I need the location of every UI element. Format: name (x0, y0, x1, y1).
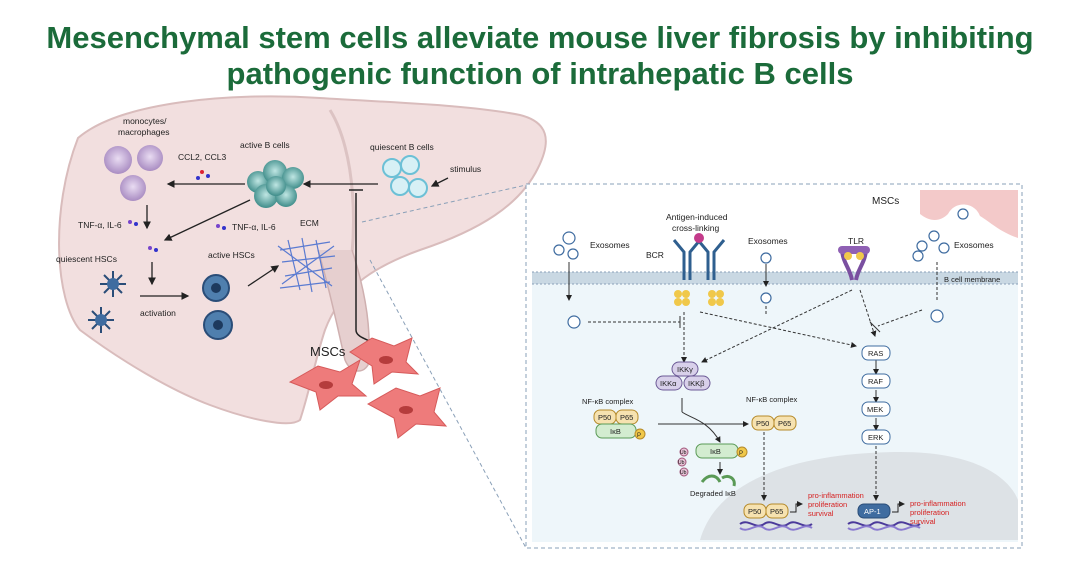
antigen-label-2: cross-linking (672, 223, 720, 233)
outcome-right-3: survival (910, 517, 936, 526)
outcome-left-1: pro-inflammation (808, 491, 864, 500)
antigen-label-1: Antigen-induced (666, 212, 728, 222)
antigen-dot (694, 233, 704, 243)
nucleus-nfkb (739, 501, 813, 531)
phospho-center: P (739, 451, 743, 457)
mapk-cascade (861, 345, 891, 445)
exosome-vesicles (553, 208, 969, 329)
membrane-label: B cell membrane (944, 275, 1000, 284)
active-hscs-label: active HSCs (208, 250, 255, 260)
tlr-label: TLR (848, 236, 864, 246)
p65-right: P65 (778, 419, 791, 428)
mscs-label-left: MSCs (310, 344, 346, 359)
degraded-ikb-label: Degraded IκB (690, 489, 736, 498)
mek-label: MEK (867, 405, 883, 414)
ecm-label: ECM (300, 218, 319, 228)
monocyte-cells (104, 145, 163, 201)
nfkb-complex-right-label: NF-κB complex (746, 395, 798, 404)
hsc-cells (88, 271, 233, 340)
pathway-arrows (566, 262, 938, 501)
ikb-center: IκB (710, 447, 721, 456)
msc-cells (288, 337, 448, 439)
ikk-complex (655, 361, 711, 391)
mscs-label-panel: MSCs (872, 196, 899, 207)
p65-nucleus: P65 (770, 507, 783, 516)
ikkg-label: IKKγ (677, 365, 693, 374)
exosomes-left-label: Exosomes (590, 240, 630, 250)
bcr-label: BCR (646, 250, 664, 260)
exosomes-right-label: Exosomes (954, 240, 994, 250)
phospho-left: P (637, 433, 641, 439)
ub-3: Ub (680, 470, 687, 476)
ub-2: Ub (678, 460, 685, 466)
nfkb-complex-left-label: NF-κB complex (582, 397, 634, 406)
outcome-left-2: proliferation (808, 500, 847, 509)
ap1-label: AP-1 (864, 507, 881, 516)
ikb-left: IκB (610, 427, 621, 436)
quiescent-hscs-label: quiescent HSCs (56, 254, 117, 264)
zoom-lines (361, 184, 527, 549)
title-line-2: pathogenic function of intrahepatic B ce… (226, 56, 854, 91)
monocytes-label: monocytes/ (123, 116, 167, 126)
ikkb-label: IKKβ (688, 379, 705, 388)
ecm-mesh (277, 237, 336, 293)
p50-right: P50 (756, 419, 769, 428)
active-b-cells-label: active B cells (240, 140, 290, 150)
bcr-receptors (672, 239, 726, 280)
quiescent-b-cells-label: quiescent B cells (370, 142, 434, 152)
outcome-right-1: pro-inflammation (910, 499, 966, 508)
activation-label: activation (140, 308, 176, 318)
ikb-ubiquitinated (677, 443, 748, 487)
tnf-mid-label: TNF-α, IL-6 (232, 222, 276, 232)
quiescent-b-cells (382, 155, 428, 198)
p65-left: P65 (620, 413, 633, 422)
cytokine-dots (128, 170, 226, 252)
itam-beads (674, 290, 724, 306)
p50-nucleus: P50 (748, 507, 761, 516)
erk-label: ERK (868, 433, 883, 442)
macrophages-label: macrophages (118, 127, 170, 137)
stimulus-label: stimulus (450, 164, 481, 174)
tnf-left-label: TNF-α, IL-6 (78, 220, 122, 230)
nfkb-complex-left (593, 409, 646, 440)
tlr-receptor (838, 246, 870, 281)
raf-label: RAF (868, 377, 883, 386)
title-line-1: Mesenchymal stem cells alleviate mouse l… (46, 20, 1034, 55)
p50-left: P50 (598, 413, 611, 422)
nfkb-complex-right (751, 415, 797, 431)
outcome-right-2: proliferation (910, 508, 949, 517)
ikka-label: IKKα (660, 379, 677, 388)
outcome-left-3: survival (808, 509, 834, 518)
active-b-cell-cluster (247, 160, 304, 208)
ccl-label: CCL2, CCL3 (178, 152, 226, 162)
ras-label: RAS (868, 349, 883, 358)
exosomes-mid-label: Exosomes (748, 236, 788, 246)
liver-arrows (140, 177, 449, 300)
ub-1: Ub (680, 450, 687, 456)
nucleus-ap1 (847, 501, 921, 531)
